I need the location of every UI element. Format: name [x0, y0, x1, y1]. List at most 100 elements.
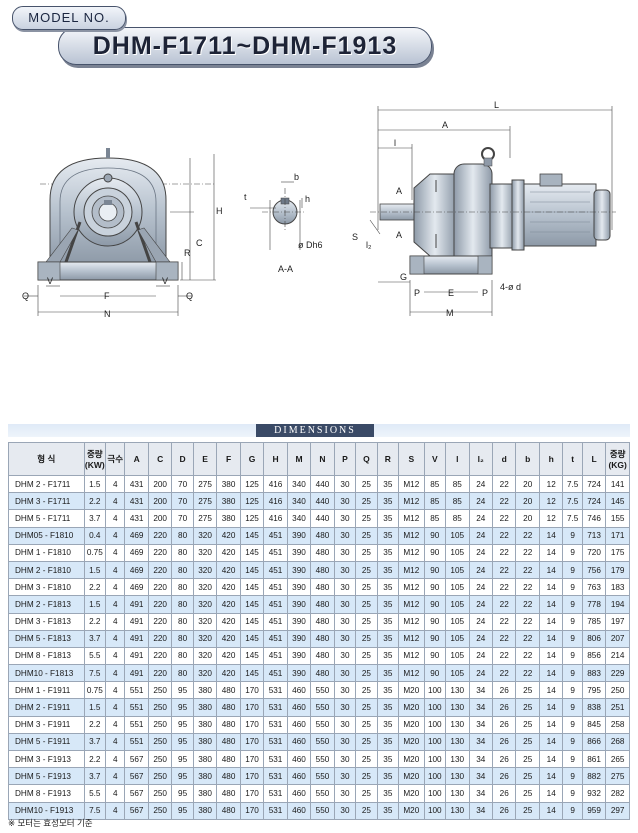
value-cell: 145 [239, 612, 265, 631]
value-cell: 420 [216, 612, 241, 631]
value-cell: 34 [468, 681, 493, 700]
value-cell: 14 [538, 646, 564, 666]
column-header: 중량(KW) [83, 442, 107, 476]
value-cell: 25 [355, 784, 378, 803]
value-cell: 3.7 [83, 629, 107, 648]
value-cell: 320 [192, 612, 218, 631]
value-cell: 25 [355, 664, 378, 683]
value-cell: 26 [491, 732, 517, 752]
value-cell: 24 [468, 595, 493, 614]
column-header: D [171, 442, 194, 476]
column-header: R [376, 442, 400, 476]
column-header: G [239, 442, 265, 476]
value-cell: 275 [192, 509, 218, 528]
column-header: M [286, 442, 312, 476]
value-cell: 480 [310, 612, 335, 631]
value-cell: 35 [376, 560, 400, 580]
label-l2: l₂ [366, 240, 372, 250]
model-cell: DHM 3 - F1911 [8, 715, 85, 734]
value-cell: 480 [216, 732, 241, 752]
value-cell: 30 [333, 595, 357, 614]
value-cell: 250 [147, 698, 173, 717]
value-cell: M12 [398, 492, 425, 511]
value-cell: 380 [216, 474, 241, 494]
value-cell: 340 [286, 474, 312, 494]
value-cell: 170 [239, 749, 265, 769]
value-cell: 480 [310, 646, 335, 666]
value-cell: M12 [398, 526, 425, 545]
value-cell: 80 [171, 664, 194, 683]
value-cell: 480 [216, 784, 241, 803]
value-cell: 25 [355, 646, 378, 666]
value-cell: 282 [605, 784, 630, 803]
value-cell: 85 [445, 474, 470, 494]
label-P-right: P [482, 288, 488, 298]
value-cell: M20 [398, 681, 425, 700]
value-cell: 26 [491, 681, 517, 700]
value-cell: 320 [192, 595, 218, 614]
value-cell: 469 [124, 578, 149, 597]
value-cell: 14 [538, 526, 564, 545]
value-cell: 25 [355, 698, 378, 717]
value-cell: 480 [310, 560, 335, 580]
value-cell: 20 [515, 474, 540, 494]
value-cell: 491 [124, 664, 149, 683]
value-cell: 80 [171, 578, 194, 597]
value-cell: 746 [581, 509, 607, 528]
value-cell: 550 [310, 784, 335, 803]
value-cell: 567 [124, 749, 149, 769]
value-cell: 35 [376, 526, 400, 545]
value-cell: 7.5 [562, 474, 583, 494]
value-cell: 390 [286, 612, 312, 631]
value-cell: 90 [423, 595, 447, 614]
value-cell: 390 [286, 646, 312, 666]
value-cell: 4 [105, 801, 126, 820]
value-cell: 95 [171, 767, 194, 786]
value-cell: 469 [124, 543, 149, 562]
model-cell: DHM 2 - F1813 [8, 595, 85, 614]
column-header: E [192, 442, 218, 476]
value-cell: M20 [398, 749, 425, 769]
value-cell: 4 [105, 578, 126, 597]
column-header: V [423, 442, 447, 476]
value-cell: 105 [445, 629, 470, 648]
value-cell: 170 [239, 681, 265, 700]
column-header: l₂ [468, 442, 493, 476]
value-cell: 25 [355, 492, 378, 511]
value-cell: 9 [562, 801, 583, 820]
value-cell: 451 [263, 629, 288, 648]
column-header: S [398, 442, 425, 476]
column-header: 극수 [105, 442, 126, 476]
value-cell: 12 [538, 492, 564, 511]
value-cell: 20 [515, 492, 540, 511]
value-cell: 756 [581, 560, 607, 580]
value-cell: 22 [515, 578, 540, 597]
value-cell: 90 [423, 629, 447, 648]
value-cell: 0.75 [83, 543, 107, 562]
label-b: b [294, 172, 299, 182]
value-cell: 90 [423, 578, 447, 597]
dimensions-title: DIMENSIONS [256, 424, 374, 437]
model-cell: DHM10 - F1913 [8, 801, 85, 820]
value-cell: 30 [333, 664, 357, 683]
value-cell: 25 [515, 801, 540, 820]
value-cell: 214 [605, 646, 630, 666]
value-cell: 390 [286, 578, 312, 597]
value-cell: 550 [310, 698, 335, 717]
value-cell: 130 [445, 698, 470, 717]
label-G: G [400, 272, 407, 282]
value-cell: 30 [333, 732, 357, 752]
value-cell: 35 [376, 749, 400, 769]
value-cell: 4 [105, 543, 126, 562]
value-cell: 4 [105, 474, 126, 494]
value-cell: M12 [398, 578, 425, 597]
label-E: E [448, 288, 454, 298]
column-header: 중량(KG) [605, 442, 630, 476]
value-cell: 170 [239, 698, 265, 717]
value-cell: 22 [491, 612, 517, 631]
value-cell: 4 [105, 629, 126, 648]
value-cell: 451 [263, 595, 288, 614]
